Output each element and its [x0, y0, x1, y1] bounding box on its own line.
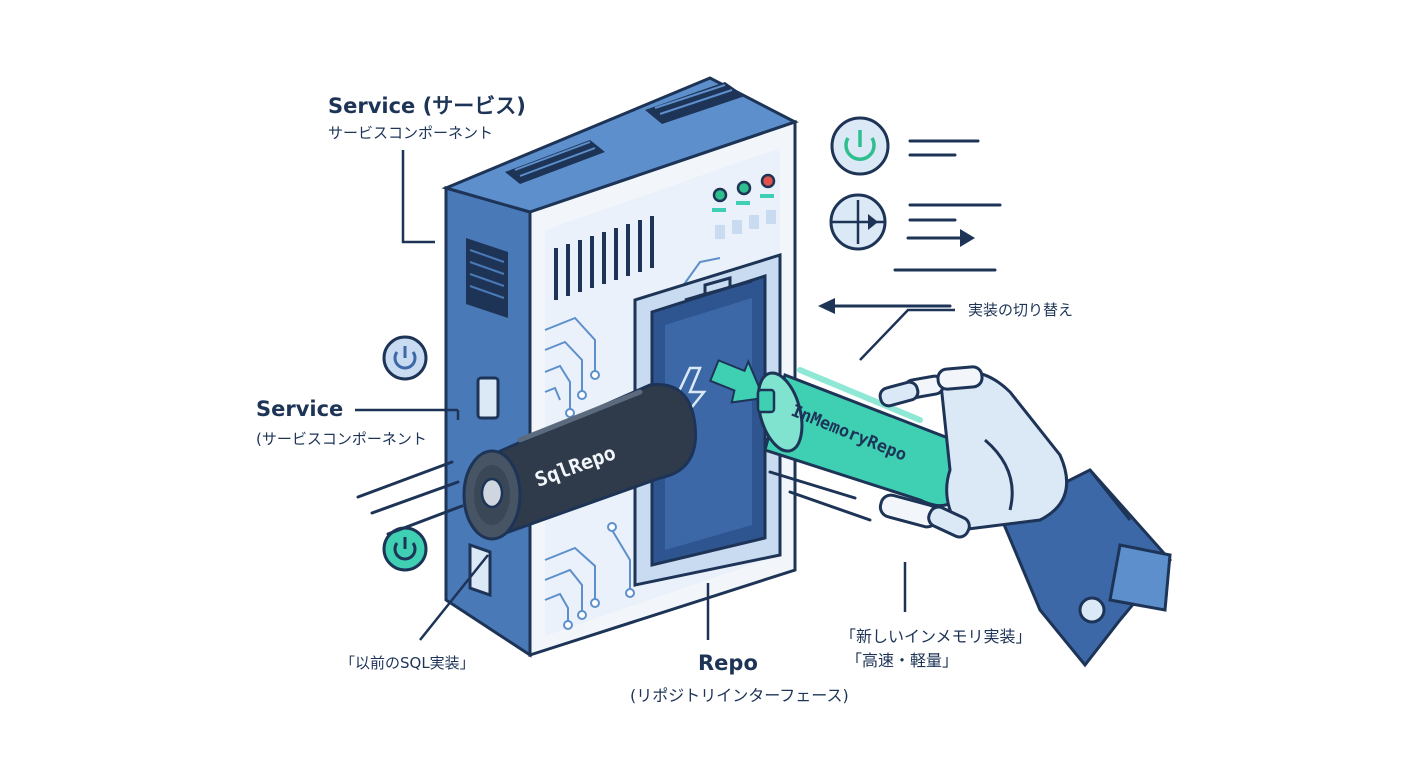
circuit-nodes: [563, 370, 635, 630]
server-box-icon: [441, 76, 799, 658]
decor-lines: [828, 139, 1002, 308]
arrow-right-icon: [960, 229, 975, 247]
new-impl-label-line1: 「新しいインメモリ実装」: [840, 627, 1032, 646]
side-vent: [466, 238, 508, 318]
sqlrepo-battery: [462, 383, 698, 541]
side-port: [476, 376, 500, 420]
front-vent: [554, 216, 654, 300]
arrow-left-icon: [818, 298, 835, 314]
old-sql-label: 「以前のSQL実装」: [340, 654, 475, 672]
service-side-title: Service: [256, 397, 344, 421]
service-side-subtitle: (サービスコンポーネント: [256, 430, 427, 448]
service-top-title: Service (サービス): [328, 94, 526, 118]
circuit-switch-icon: [829, 193, 887, 251]
top-vent: [505, 82, 745, 184]
power-icon: [830, 116, 890, 176]
service-top-subtitle: サービスコンポーネント: [328, 124, 494, 142]
switch-label: 実装の切り替え: [968, 301, 1074, 319]
side-port: [468, 542, 492, 598]
motion-lines: [356, 460, 464, 536]
power-icon: [382, 335, 428, 381]
power-icon: [382, 526, 428, 572]
repo-subtitle: (リポジトリインターフェース): [630, 686, 849, 705]
battery-slot: [633, 252, 782, 587]
insert-arrow: [708, 358, 766, 404]
new-impl-label-line2: 「高速・軽量」: [846, 651, 959, 670]
circuit-traces: [544, 257, 721, 622]
repo-title: Repo: [698, 651, 758, 675]
motion-lines: [768, 470, 872, 522]
robot-hand-icon: [878, 365, 1172, 668]
leader-lines: [355, 150, 955, 641]
status-leds: [712, 173, 776, 239]
